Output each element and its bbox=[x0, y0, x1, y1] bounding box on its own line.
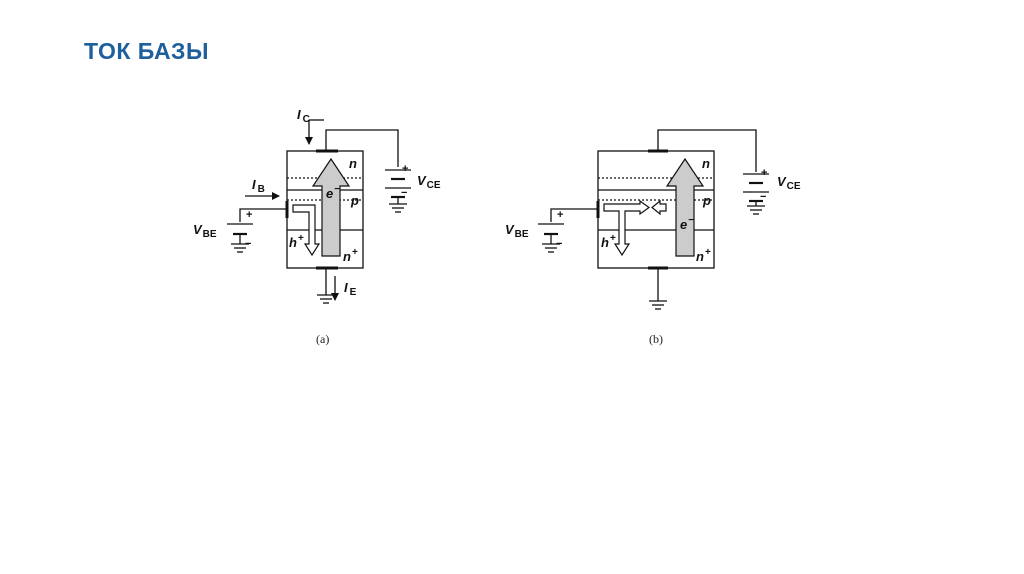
base-region-label-b: p bbox=[702, 193, 711, 208]
base-region-label: p bbox=[350, 193, 359, 208]
hole-flow-arrow-b bbox=[603, 199, 651, 257]
panel-a-caption: (a) bbox=[316, 332, 329, 346]
vbe-minus: − bbox=[245, 238, 251, 250]
slide-title: ТОК БАЗЫ bbox=[84, 38, 209, 64]
panel-b-labels: VBE VCE + − + − n p n+ e− h+ (b) bbox=[505, 156, 801, 346]
emitter-region-label: n+ bbox=[343, 247, 358, 264]
electron-flow-arrow-b bbox=[665, 157, 705, 257]
vce-label-b: VCE bbox=[777, 174, 801, 192]
vbe-label: VBE bbox=[193, 222, 217, 240]
electron-label: e− bbox=[326, 184, 340, 201]
vbe-minus-b: − bbox=[556, 238, 562, 250]
vbe-plus-b: + bbox=[557, 209, 563, 221]
vce-plus-b: + bbox=[761, 167, 767, 179]
recombination-arrow-b bbox=[651, 199, 667, 216]
electron-label-b: e− bbox=[680, 215, 694, 232]
vce-minus: − bbox=[401, 187, 407, 199]
vce-minus-b: − bbox=[760, 191, 766, 203]
collector-region-label: n bbox=[349, 156, 357, 171]
hole-flow-arrow-a bbox=[292, 204, 321, 257]
vbe-plus: + bbox=[246, 209, 252, 221]
hole-label: h+ bbox=[289, 233, 304, 250]
vce-plus: + bbox=[402, 163, 408, 175]
panel-b-caption: (b) bbox=[649, 332, 663, 346]
vbe-label-b: VBE bbox=[505, 222, 529, 240]
electron-flow-arrow-a bbox=[311, 157, 351, 257]
panel-b bbox=[538, 129, 769, 310]
hole-label-b: h+ bbox=[601, 233, 616, 250]
panel-a bbox=[227, 119, 411, 304]
emitter-region-label-b: n+ bbox=[696, 247, 711, 264]
collector-region-label-b: n bbox=[702, 156, 710, 171]
vce-label: VCE bbox=[417, 173, 441, 191]
